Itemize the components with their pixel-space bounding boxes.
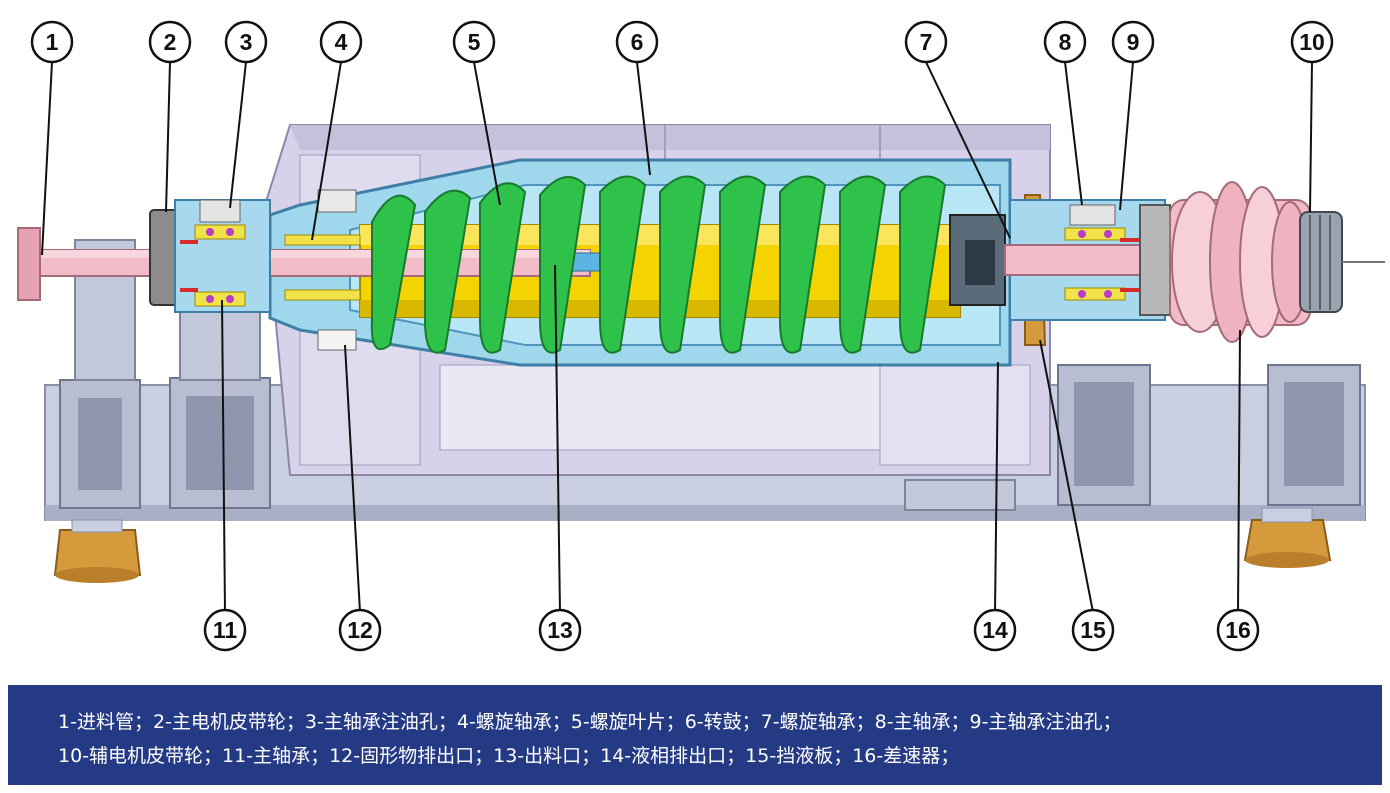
callout-14: 14 xyxy=(973,608,1017,652)
screw-flights xyxy=(370,175,947,354)
svg-text:8: 8 xyxy=(1059,29,1072,55)
callout-6: 6 xyxy=(615,20,659,64)
svg-text:14: 14 xyxy=(982,617,1008,643)
svg-text:15: 15 xyxy=(1080,617,1106,643)
svg-text:16: 16 xyxy=(1225,617,1251,643)
callout-10: 10 xyxy=(1290,20,1334,64)
left-bearing-assembly xyxy=(149,189,361,351)
callout-15: 15 xyxy=(1071,608,1115,652)
svg-text:4: 4 xyxy=(335,29,348,55)
legend-line-1: 1-进料管；2-主电机皮带轮；3-主轴承注油孔；4-螺旋轴承；5-螺旋叶片；6-… xyxy=(58,711,1122,733)
svg-text:12: 12 xyxy=(347,617,373,643)
legend-line-2: 10-辅电机皮带轮；11-主轴承；12-固形物排出口；13-出料口；14-液相排… xyxy=(58,745,960,767)
svg-text:9: 9 xyxy=(1127,29,1140,55)
callout-9: 9 xyxy=(1111,20,1155,64)
svg-text:2: 2 xyxy=(164,29,177,55)
callout-5: 5 xyxy=(452,20,496,64)
right-bearing-assembly xyxy=(949,194,1176,346)
callout-7: 7 xyxy=(904,20,948,64)
differential-gearbox xyxy=(1169,181,1385,343)
callout-12: 12 xyxy=(338,608,382,652)
svg-text:11: 11 xyxy=(213,617,238,643)
svg-text:1: 1 xyxy=(46,29,59,55)
svg-text:10: 10 xyxy=(1299,29,1325,55)
support-feet xyxy=(53,507,1332,583)
callout-11: 11 xyxy=(203,608,247,652)
callout-4: 4 xyxy=(319,20,363,64)
callout-3: 3 xyxy=(224,20,268,64)
legend-caption-bar: 1-进料管；2-主电机皮带轮；3-主轴承注油孔；4-螺旋轴承；5-螺旋叶片；6-… xyxy=(8,685,1382,785)
svg-text:3: 3 xyxy=(240,29,253,55)
svg-text:7: 7 xyxy=(920,29,933,55)
callout-markers: 1 2 3 4 5 6 7 8 9 10 11 12 13 14 15 16 xyxy=(30,20,1334,652)
callout-8: 8 xyxy=(1043,20,1087,64)
callout-13: 13 xyxy=(538,608,582,652)
svg-text:6: 6 xyxy=(631,29,644,55)
callout-1: 1 xyxy=(30,20,74,64)
leader-lines xyxy=(41,61,1313,613)
callout-16: 16 xyxy=(1216,608,1260,652)
callout-2: 2 xyxy=(148,20,192,64)
svg-text:5: 5 xyxy=(468,29,481,55)
svg-text:13: 13 xyxy=(547,617,573,643)
centrifuge-cutaway-diagram: 1 2 3 4 5 6 7 8 9 10 11 12 13 14 15 16 xyxy=(17,20,1385,652)
